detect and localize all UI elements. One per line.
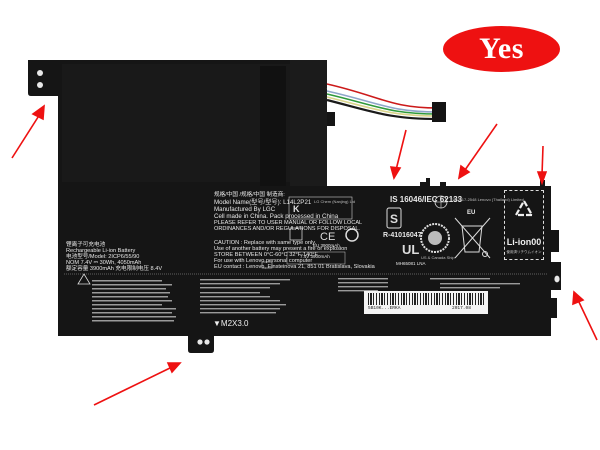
barcode-sticker: 5B10K...ERKA 2017.08: [364, 291, 488, 314]
standard-text: IS 16046/IEC 62133: [390, 195, 463, 204]
left-type: Rechargeable Li-ion Battery: [66, 248, 136, 254]
left-title-cn: 锂离子可充电池: [66, 242, 106, 248]
label-eu-contact: EU contact : Lenovo, Einsteinova 21, 851…: [214, 264, 375, 270]
recycle-icon: [515, 200, 533, 217]
screw-mark: ▼M2X3.0: [213, 319, 249, 328]
jp-rating: 7.4V 3900mAh: [300, 254, 330, 259]
arrow-cable-notch: [395, 129, 407, 171]
arrow-top-right-notch: [541, 145, 544, 176]
eu-capacity: EU 3900mAh: [313, 243, 340, 248]
arrow-left-tab: [11, 113, 41, 159]
us-canada: US & Canada Ship: [421, 255, 455, 260]
eu-label: EU: [467, 210, 476, 216]
connector-wires: [326, 83, 439, 121]
barcode-icon: [368, 293, 484, 305]
warning-triangle-icon: [77, 273, 91, 285]
red-arrows: [11, 104, 598, 406]
label-origin: Cell made in China. Pack processed in Ch…: [214, 213, 339, 220]
label-model-name: Model Name(型号/型号): L14L2P21: [214, 199, 312, 206]
left-mounting-tab: [28, 60, 58, 96]
label-caution: CAUTION : Replace with same type only.: [214, 240, 317, 246]
svg-text:K: K: [293, 204, 300, 214]
label-header-cn: 规格/中国 /规格/中国 制造商:: [214, 192, 285, 198]
arrow-top-notch: [464, 123, 498, 171]
ce-mark-icon: CE: [320, 231, 335, 243]
label-notice-1: PLEASE REFER TO USER MANUAL OR FOLLOW LO…: [214, 220, 363, 226]
tis-text: TIS 2217-2548 Lenovo (Thailand) Limited: [450, 197, 524, 202]
crossed-bin-icon: [454, 217, 491, 259]
barcode-date: 2017.08: [452, 306, 471, 311]
kc-maker: LG Chem (Nanjing) Ltd: [314, 199, 356, 204]
li-ion-recycle-box: Li-ion00 使用済リチウムイオン: [504, 190, 544, 260]
yes-badge: Yes: [443, 26, 560, 72]
barcode-number: 5B10K...ERKA: [368, 306, 401, 311]
label-store: STORE BETWEEN 0°C-60°C 32°F-140°F: [214, 252, 318, 258]
svg-text:S: S: [390, 212, 398, 226]
arrow-right-tab: [577, 299, 598, 341]
yes-badge-label: Yes: [479, 32, 524, 65]
label-warning: Use of another battery may present a fir…: [214, 246, 348, 252]
wire-connector: [432, 102, 446, 122]
arrow-bottom-tab: [93, 367, 171, 406]
ul-code: MH65081 LNA: [396, 261, 426, 266]
label-use-for: For use with Lenovo personal computer: [214, 258, 313, 264]
label-notice-2: ORDINANCES AND/OR REGULATIONS FOR DISPOS…: [214, 226, 360, 232]
left-nom: NOM 7.4V ⎓ 30Wh, 4050mAh: [66, 260, 142, 266]
left-rated: 额定容量 3900mAh 充电限制电压 8.4V: [66, 266, 163, 272]
r-number: R-41016047: [383, 232, 422, 239]
svg-text:UL: UL: [402, 242, 419, 257]
label-manufacturer: Manufactured By LGC: [214, 206, 276, 213]
li-ion-sub: 使用済リチウムイオン: [506, 250, 542, 254]
li-ion-label: Li-ion00: [506, 237, 542, 247]
left-model: 电池型号/Model: 2ICP6/55/90: [66, 254, 140, 260]
